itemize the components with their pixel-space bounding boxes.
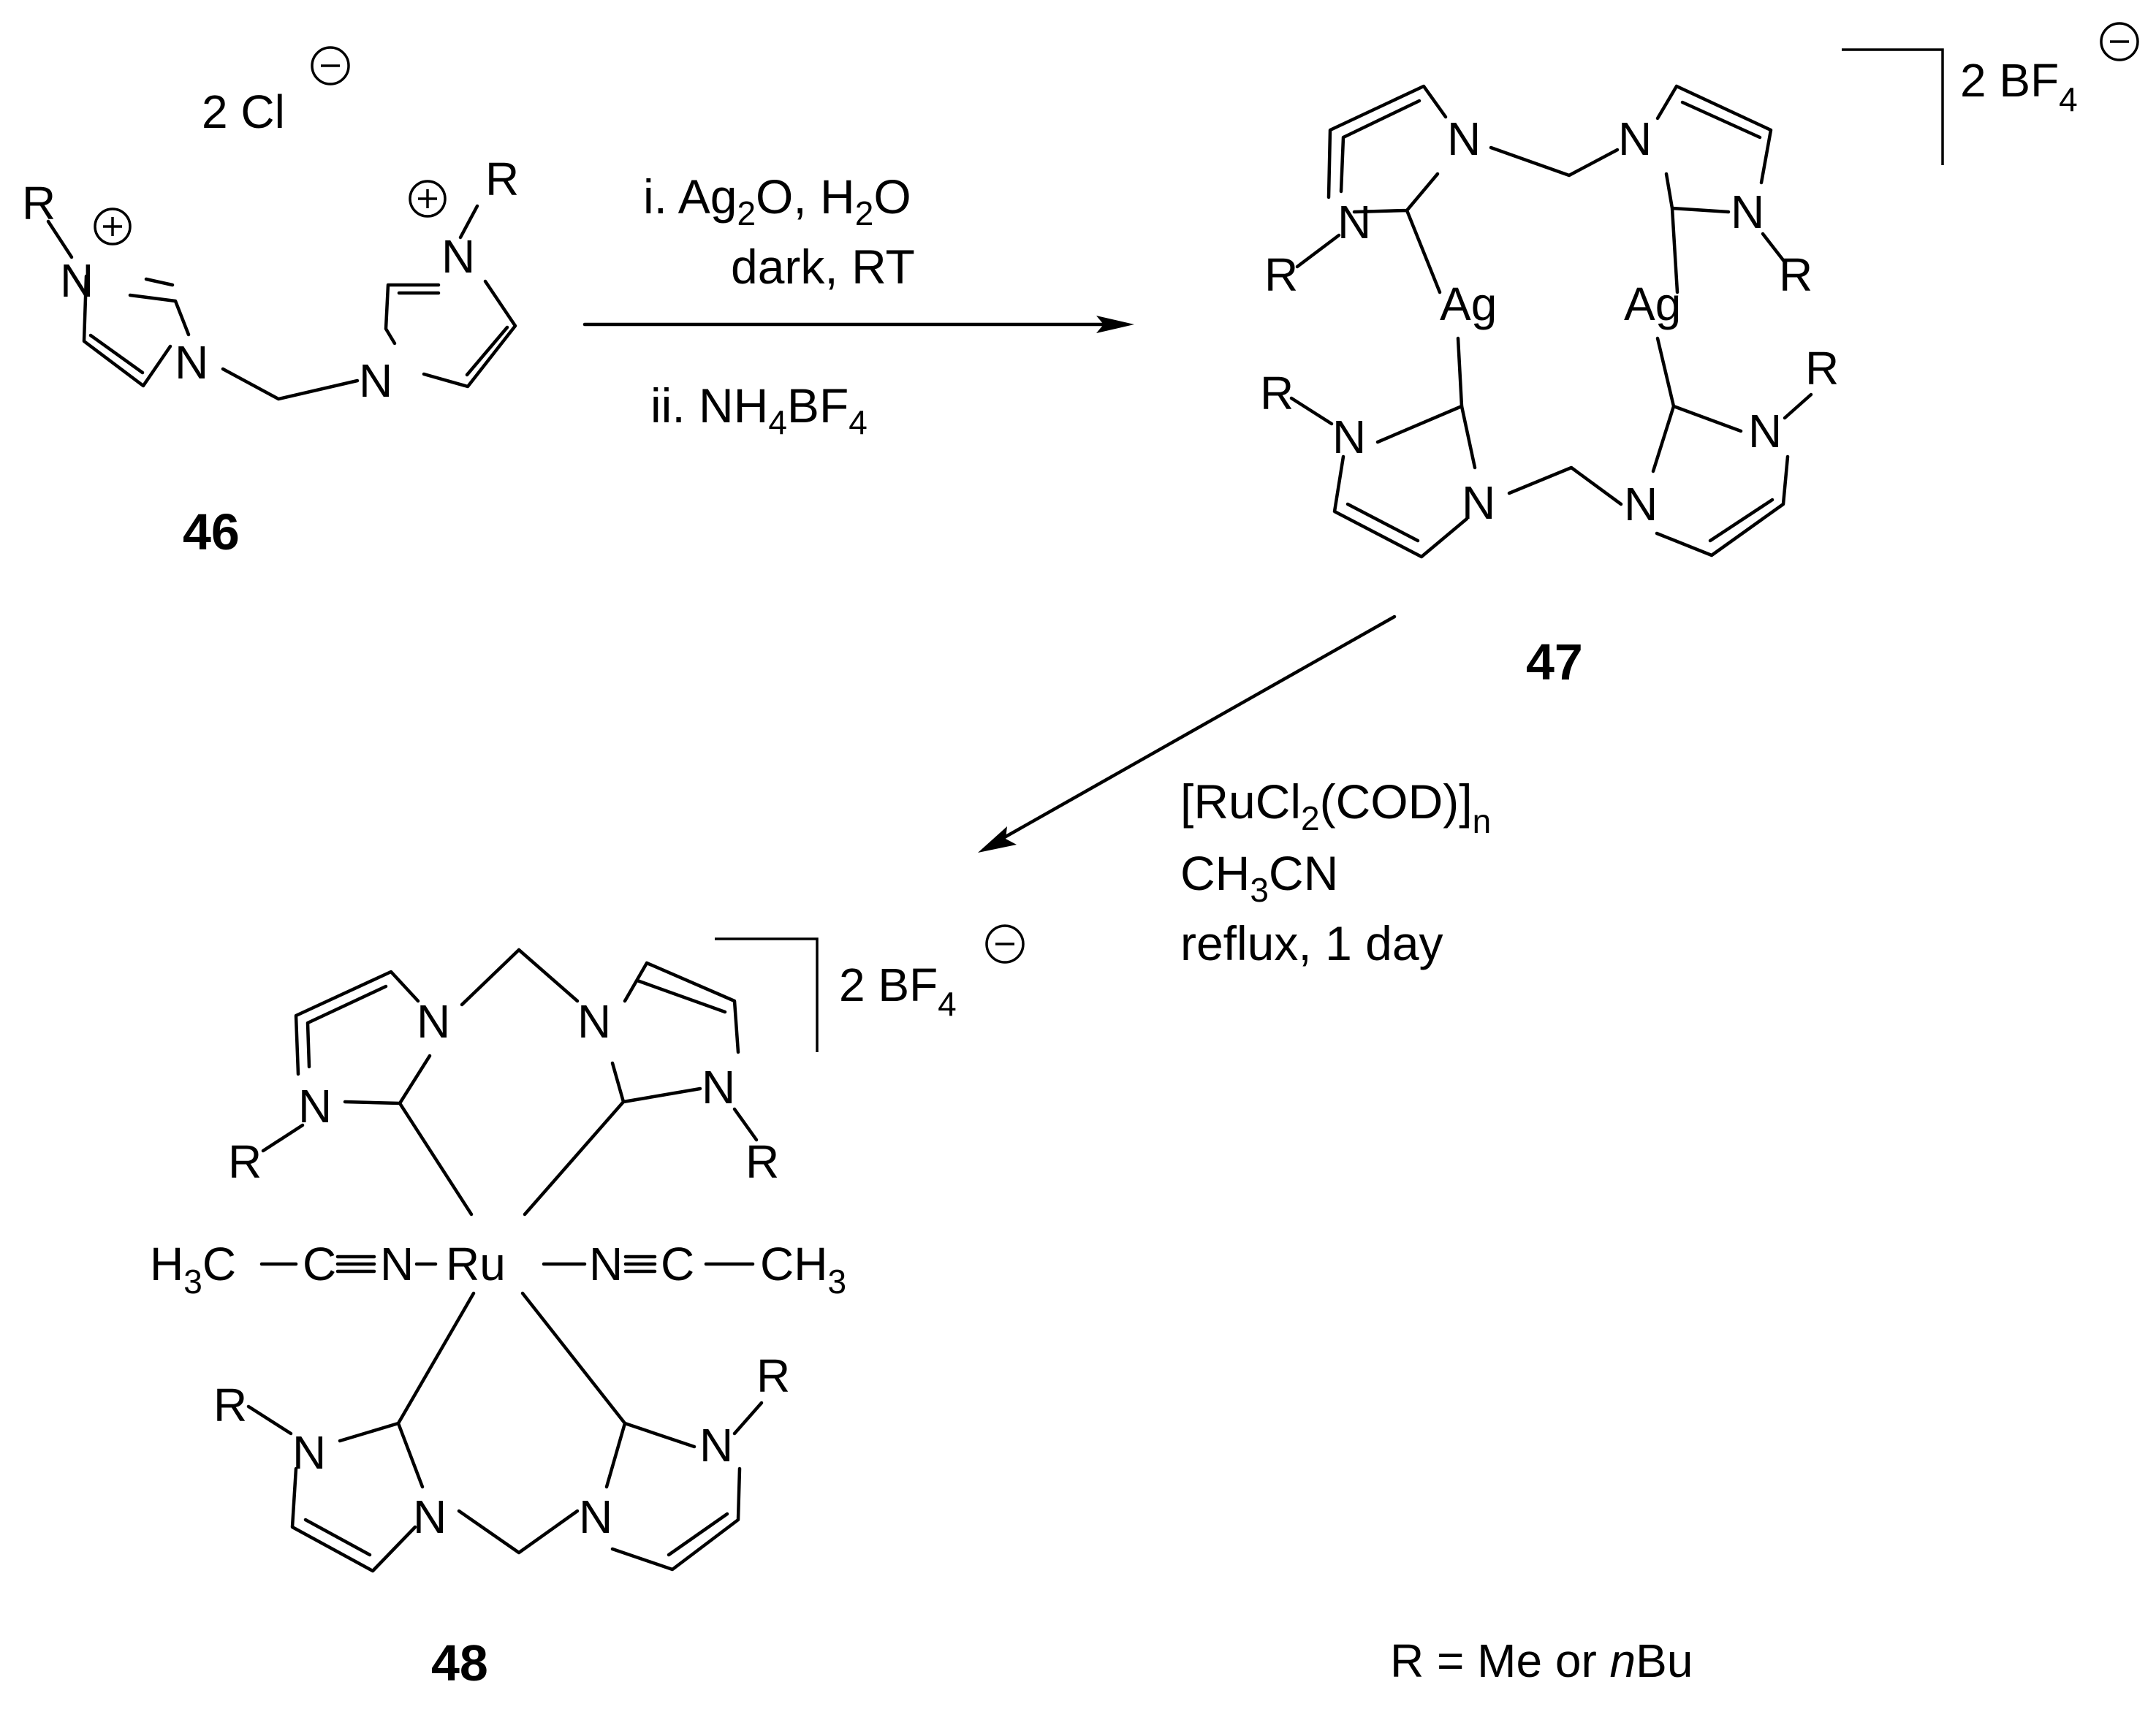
step2-arrow-shaft bbox=[993, 614, 1397, 845]
c47-counterion: 2 BF4 bbox=[1960, 54, 2078, 118]
c46-r-right: R bbox=[485, 153, 519, 205]
c47-br-n3: N bbox=[1624, 478, 1658, 530]
c48-bl-n3: N bbox=[413, 1491, 447, 1543]
c48-left-nitrile-n: N bbox=[380, 1238, 414, 1290]
c47-bl-n3: N bbox=[1462, 476, 1495, 529]
c48-br-n3: N bbox=[579, 1491, 612, 1543]
c48-right-methyl: CH3 bbox=[760, 1238, 846, 1301]
c47-bracket bbox=[1842, 48, 1944, 165]
c46-r-left: R bbox=[22, 177, 56, 229]
c47-br-r: R bbox=[1805, 342, 1839, 395]
step2: [RuCl2(COD)]n CH3CN reflux, 1 day bbox=[978, 614, 1491, 970]
c47-tl-n3: N bbox=[1447, 113, 1481, 165]
step2-line2: CH3CN bbox=[1180, 846, 1338, 909]
c48-tl-n1: N bbox=[298, 1080, 332, 1133]
c48-bracket bbox=[715, 937, 819, 1052]
c48-tl-n3: N bbox=[417, 995, 450, 1048]
c48-tr-n3: N bbox=[577, 995, 611, 1048]
step1-line3: ii. NH4BF4 bbox=[650, 378, 868, 441]
c48-right-nitrile-n: N bbox=[589, 1238, 623, 1290]
c48-ru: Ru bbox=[446, 1238, 506, 1290]
step2-line1: [RuCl2(COD)]n bbox=[1180, 774, 1491, 840]
c48-br-r: R bbox=[756, 1350, 790, 1402]
step1: i. Ag2O, H2O dark, RT ii. NH4BF4 bbox=[582, 170, 1134, 441]
c48-bl-r: R bbox=[213, 1379, 247, 1431]
c48-right-nitrile-c: C bbox=[661, 1238, 694, 1290]
c47-tr-n3: N bbox=[1618, 113, 1652, 165]
substituent-definition: R = Me or nBu bbox=[1390, 1634, 1693, 1687]
c47-ag-right: Ag bbox=[1624, 278, 1681, 330]
compound-46: 2 Cl N N R N N R 46 bbox=[22, 46, 519, 560]
c46-n1-right: N bbox=[359, 354, 392, 407]
c48-left-methyl: H3C bbox=[150, 1238, 236, 1301]
step2-arrowhead bbox=[978, 826, 1017, 853]
c46-n3-right: N bbox=[441, 230, 475, 283]
c46-compound-number: 46 bbox=[183, 503, 240, 560]
c48-left-nitrile-c: C bbox=[303, 1238, 336, 1290]
c47-tr-n1: N bbox=[1731, 186, 1764, 238]
step2-line3: reflux, 1 day bbox=[1180, 916, 1443, 970]
c47-bl-n1: N bbox=[1332, 411, 1366, 463]
c48-tr-n1: N bbox=[702, 1061, 735, 1114]
c47-bl-r: R bbox=[1260, 367, 1294, 419]
c47-tr-r: R bbox=[1779, 248, 1813, 301]
c48-bl-n1: N bbox=[292, 1426, 326, 1479]
compound-48: 2 BF4 N N R N N R H3C C N Ru N C CH3 bbox=[150, 924, 1025, 1691]
c48-tr-r: R bbox=[745, 1135, 779, 1188]
c48-counterion: 2 BF4 bbox=[839, 959, 957, 1023]
c47-ag-left: Ag bbox=[1440, 278, 1497, 330]
step1-line2: dark, RT bbox=[731, 240, 915, 294]
compound-47: 2 BF4 N N R N N R Ag Ag N N R N N bbox=[1260, 22, 2139, 690]
step1-arrowhead bbox=[1096, 316, 1134, 333]
c46-n3-left: N bbox=[175, 336, 208, 389]
c48-br-n1: N bbox=[699, 1419, 733, 1472]
step1-line1: i. Ag2O, H2O bbox=[643, 170, 911, 232]
c47-br-n1: N bbox=[1748, 405, 1782, 457]
c48-tl-r: R bbox=[228, 1135, 262, 1188]
c47-tl-n1: N bbox=[1337, 196, 1371, 248]
c47-compound-number: 47 bbox=[1526, 633, 1583, 690]
c46-counterion: 2 Cl bbox=[202, 85, 285, 138]
c46-n1-left: N bbox=[60, 254, 94, 307]
c48-compound-number: 48 bbox=[431, 1634, 488, 1691]
c47-tl-r: R bbox=[1264, 248, 1298, 301]
